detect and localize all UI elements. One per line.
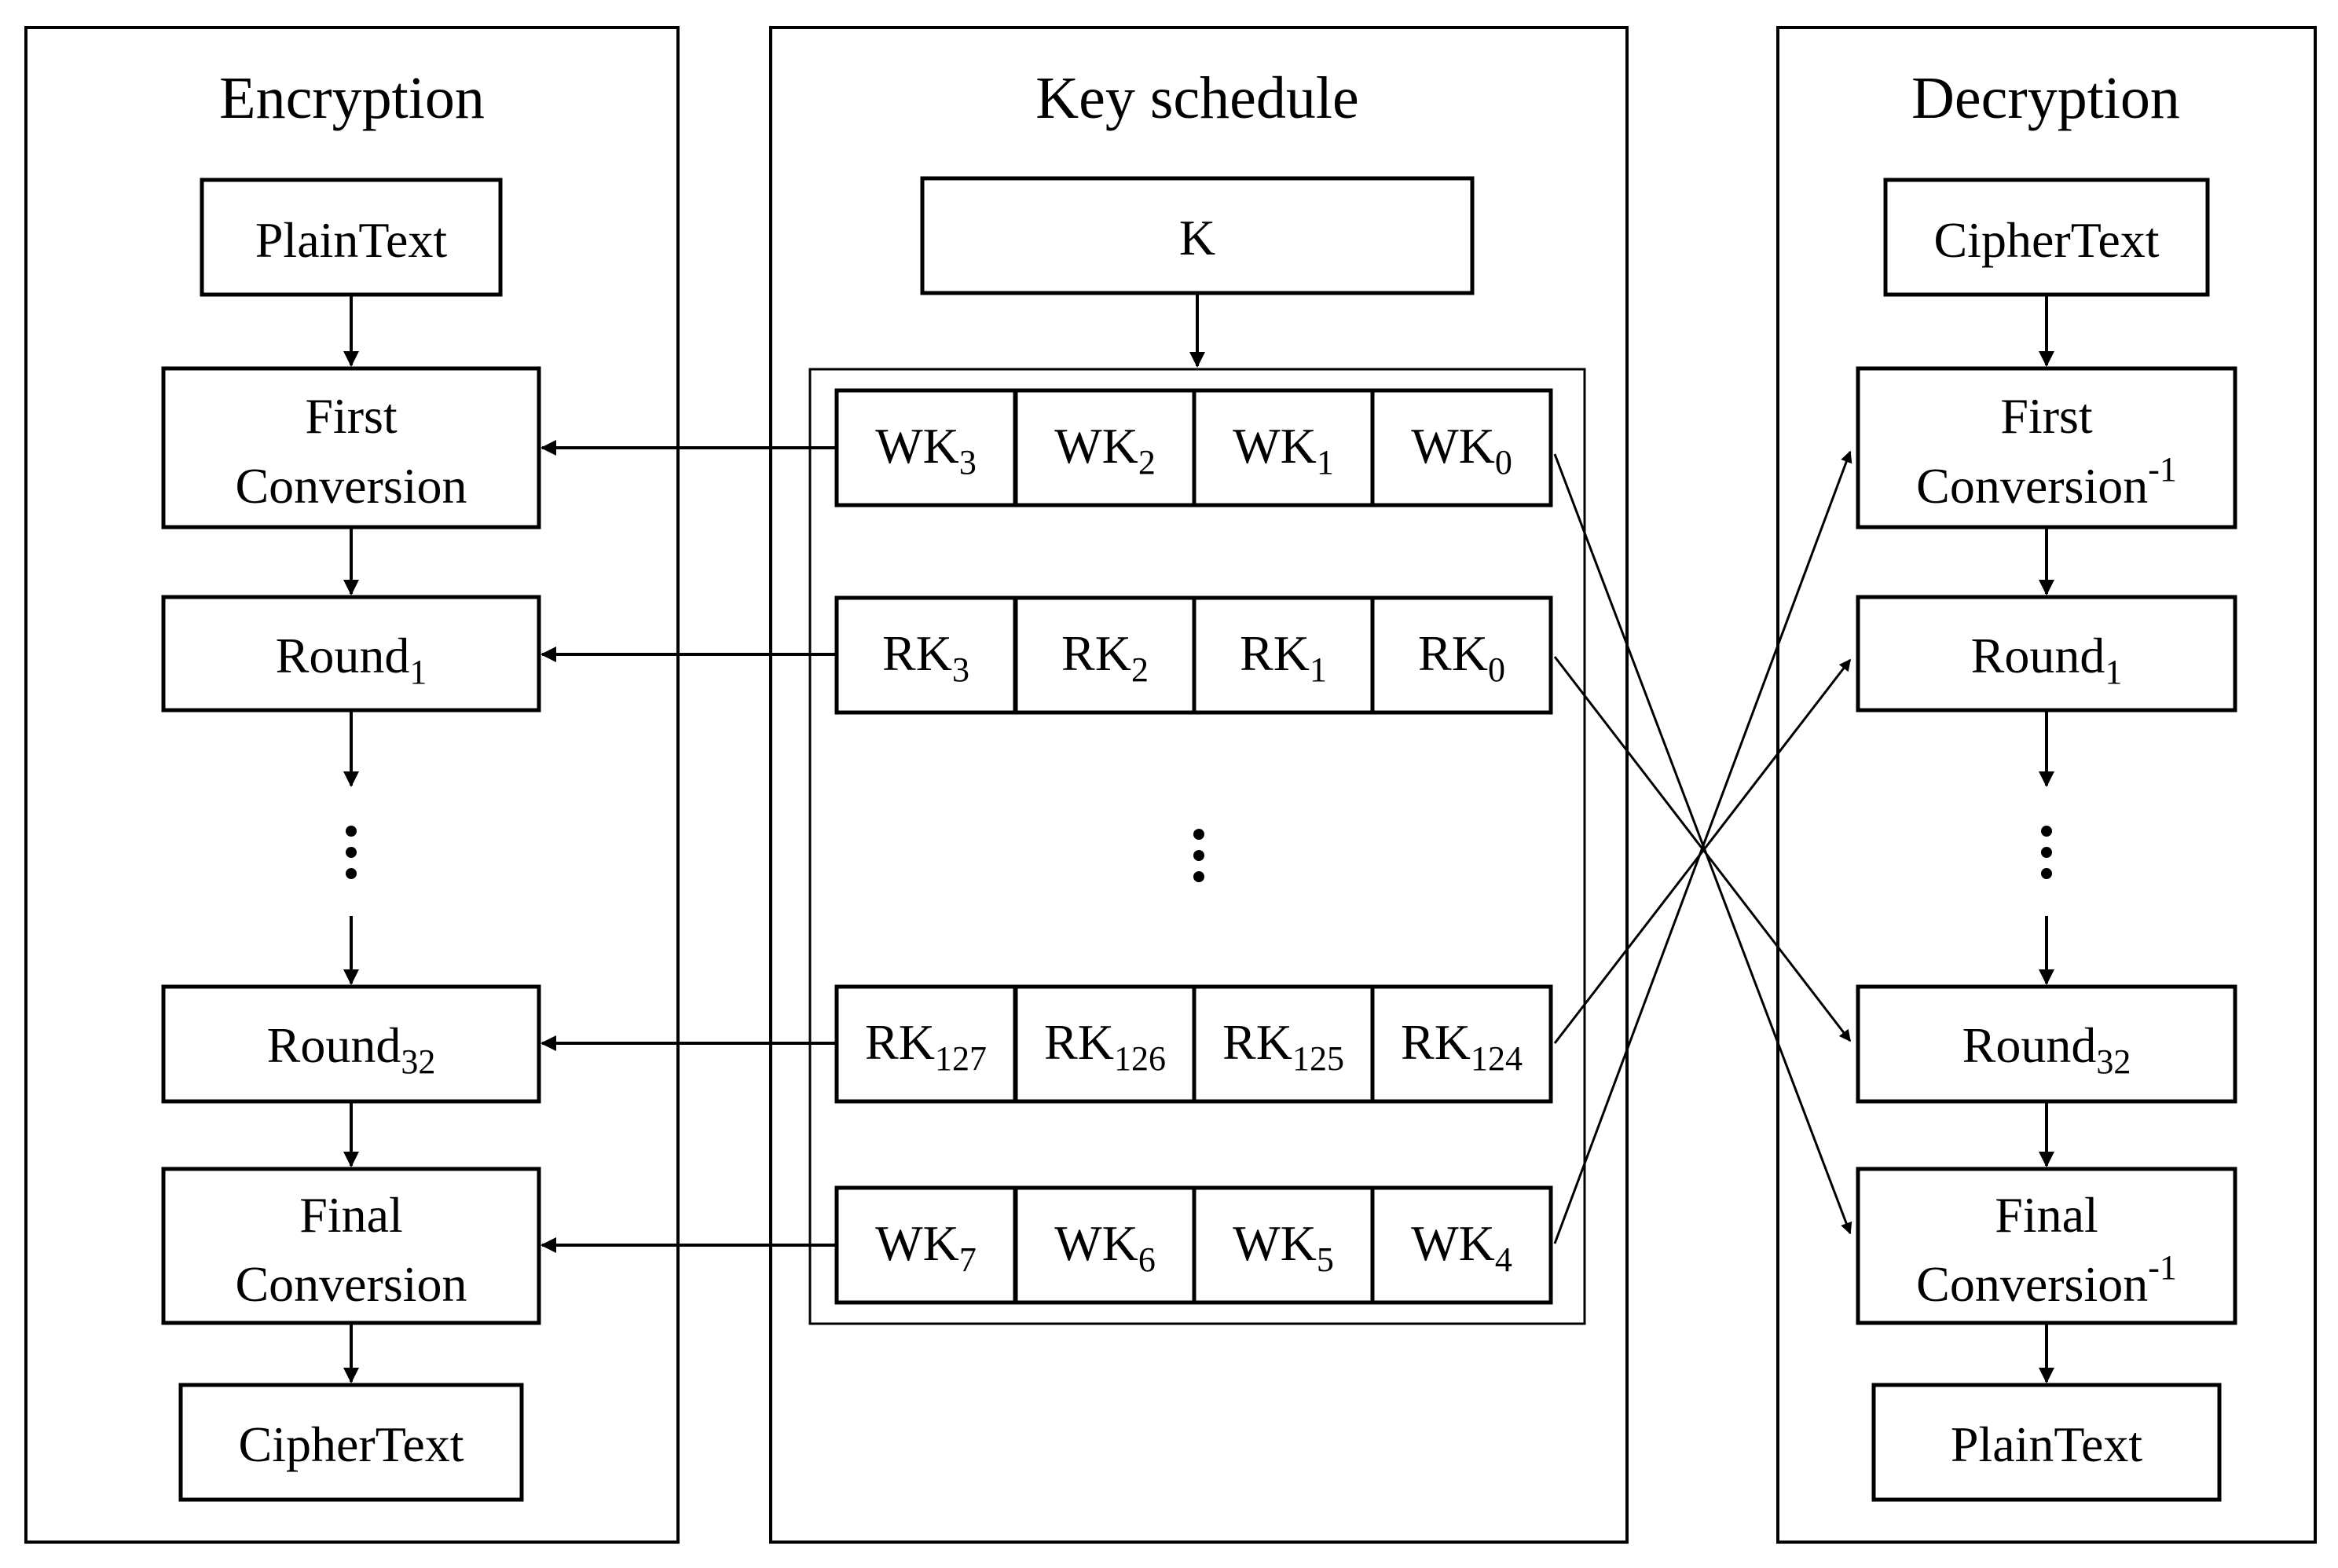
subkey-cell (834, 1185, 1017, 1305)
dec-final-conversion-line2: Conversion-1 (1916, 1248, 2177, 1312)
subkey-label: RK0 (1418, 625, 1505, 689)
enc-final-conversion-line2: Conversion (235, 1256, 467, 1312)
dec-round-32-label: Round32 (1962, 1017, 2131, 1081)
decryption-key-arrows (1553, 450, 1852, 1244)
subkey-cell (1013, 984, 1196, 1104)
subkey-cell (1370, 595, 1553, 715)
enc-round-32-box (161, 984, 541, 1104)
enc-plaintext-label: PlainText (255, 212, 448, 268)
subkey-label: RK2 (1061, 625, 1149, 689)
master-key-label: K (1179, 210, 1215, 266)
master-key-box (920, 176, 1475, 295)
subkey-label: WK3 (875, 418, 977, 482)
enc-final-conversion-line1: Final (299, 1187, 403, 1243)
dec-final-conversion-line1: Final (1995, 1187, 2098, 1243)
rk-row-124-127: RK127 RK126 RK125 RK124 (834, 984, 1553, 1104)
key-ellipsis (1193, 829, 1204, 882)
dec-first-conversion-box (1856, 366, 2237, 529)
dec-round-32-box (1856, 984, 2237, 1104)
dec-final-conversion-box (1856, 1167, 2237, 1325)
encryption-key-arrows (541, 440, 837, 1253)
subkey-label: RK125 (1222, 1014, 1344, 1078)
subkey-cell (1013, 595, 1196, 715)
subkey-cell (1192, 388, 1375, 507)
cross-wk4-7-to-first-conversion-inv (1553, 450, 1852, 1244)
enc-round-1-box (161, 595, 541, 713)
subkey-cell (1370, 984, 1553, 1104)
enc-round-1-label: Round1 (276, 628, 427, 691)
enc-ellipsis (346, 826, 357, 879)
enc-final-conversion-box (161, 1167, 541, 1325)
subkey-label: WK7 (875, 1215, 977, 1279)
subkey-label: RK1 (1240, 625, 1327, 689)
dec-ciphertext-label: CipherText (1934, 212, 2160, 268)
key-schedule-frame (769, 26, 1629, 1544)
decryption-title: Decryption (1911, 65, 2180, 131)
rk-row-0-3: RK3 RK2 RK1 RK0 (834, 595, 1553, 715)
subkey-cell (1192, 1185, 1375, 1305)
subkey-label: RK127 (865, 1014, 987, 1078)
dec-first-conversion-line2: Conversion-1 (1916, 450, 2177, 514)
subkey-label: WK0 (1411, 418, 1512, 482)
dec-ciphertext-box (1883, 178, 2210, 297)
subkey-label: WK5 (1233, 1215, 1334, 1279)
subkey-label: WK1 (1233, 418, 1334, 482)
encryption-panel: Encryption PlainText First Conversion Ro… (24, 26, 680, 1544)
dec-plaintext-box (1871, 1383, 2222, 1502)
wk-row-4-7: WK7 WK6 WK5 WK4 (834, 1185, 1553, 1305)
cross-rk124-127-to-round1 (1553, 658, 1852, 1044)
dec-first-conversion-line1: First (2000, 388, 2093, 444)
decryption-frame (1776, 26, 2317, 1544)
subkey-label: WK6 (1054, 1215, 1156, 1279)
subkey-container (808, 368, 1586, 1325)
enc-round-32-label: Round32 (267, 1017, 436, 1081)
dec-plaintext-label: PlainText (1951, 1416, 2143, 1472)
encryption-title: Encryption (219, 65, 485, 131)
wk-row-0-3: WK3 WK2 WK1 WK0 (834, 388, 1553, 507)
dec-round-1-label: Round1 (1971, 628, 2123, 691)
subkey-cell (1370, 1185, 1553, 1305)
subkey-cell (1192, 595, 1375, 715)
enc-ciphertext-label: CipherText (239, 1416, 464, 1472)
enc-plaintext-box (200, 178, 503, 297)
subkey-cell (1013, 1185, 1196, 1305)
enc-first-conversion-line2: Conversion (235, 458, 467, 514)
encryption-frame (24, 26, 680, 1544)
subkey-label: RK124 (1401, 1014, 1523, 1078)
enc-first-conversion-line1: First (305, 388, 398, 444)
subkey-label: RK3 (882, 625, 969, 689)
cross-wk0-3-to-final-conversion-inv (1553, 453, 1852, 1235)
subkey-cell (1370, 388, 1553, 507)
subkey-label: WK2 (1054, 418, 1156, 482)
subkey-cell (834, 595, 1017, 715)
subkey-cell (834, 984, 1017, 1104)
subkey-label: WK4 (1411, 1215, 1512, 1279)
enc-first-conversion-box (161, 366, 541, 529)
enc-ciphertext-box (178, 1383, 524, 1502)
subkey-label: RK126 (1044, 1014, 1166, 1078)
subkey-cell (1013, 388, 1196, 507)
dec-ellipsis (2041, 826, 2052, 879)
dec-round-1-box (1856, 595, 2237, 713)
decryption-panel: Decryption CipherText First Conversion-1… (1776, 26, 2317, 1544)
key-schedule-title: Key schedule (1035, 65, 1359, 131)
